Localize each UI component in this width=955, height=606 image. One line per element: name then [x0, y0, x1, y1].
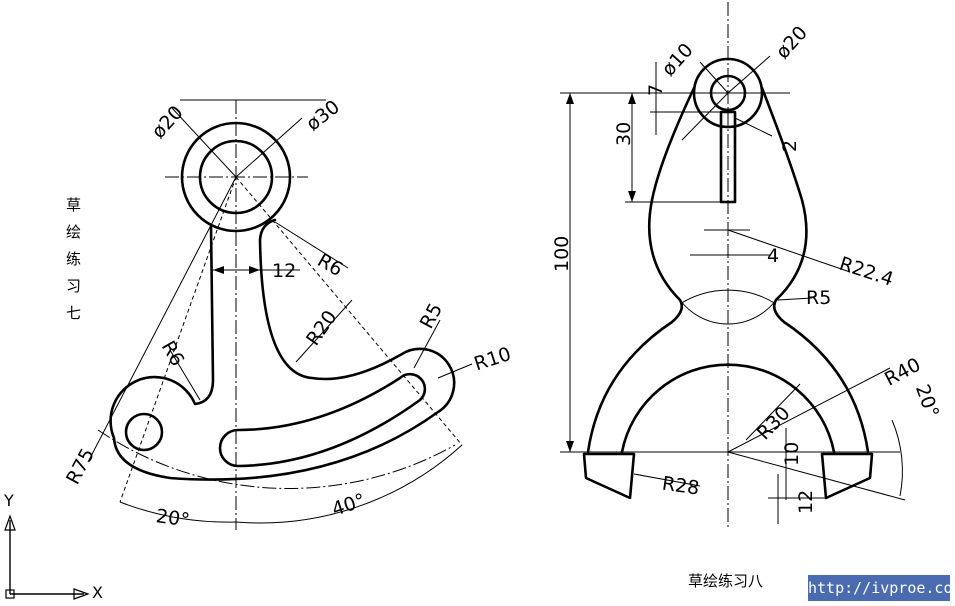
- leader-d10: [681, 92, 729, 141]
- hub-outer-circle: [180, 121, 292, 233]
- watermark-link[interactable]: http://ivproe.com: [808, 575, 955, 601]
- top-inner-circle: [709, 74, 747, 112]
- leader-r20: [295, 299, 353, 363]
- dim-20deg-text: 20°: [911, 382, 943, 421]
- dim-r6-top-text: R6: [314, 249, 347, 281]
- body-outline: [586, 86, 870, 454]
- dim-12-text: 12: [795, 490, 817, 514]
- ucs-y-arrow-icon: [4, 514, 16, 531]
- dim-d20-text: ø20: [147, 102, 187, 143]
- ang-20-ref: [727, 451, 906, 501]
- dim-r10-text: R10: [471, 343, 513, 375]
- leader-2: [734, 117, 773, 137]
- leader-r30: [745, 383, 801, 441]
- ang20-ref-line: [119, 176, 237, 503]
- vertical-slot: [719, 110, 737, 204]
- dim-r40-text: R40: [881, 354, 924, 391]
- leader-d10-top: [699, 61, 729, 94]
- leader-r5-right: [777, 297, 813, 301]
- leader-r28: [633, 473, 701, 487]
- dim-100-text: 100: [551, 236, 573, 272]
- leader-d20: [171, 107, 237, 178]
- dim-20deg-arc: [891, 419, 903, 497]
- arm-outline: [109, 218, 456, 481]
- dim-r5-text: R5: [806, 287, 831, 309]
- dim-40-arc: [235, 444, 463, 524]
- dim-100-arrow-top: [566, 93, 574, 104]
- left-foot: [582, 452, 636, 500]
- leader-r22: [727, 229, 851, 273]
- left-title-char-1: 草: [66, 196, 81, 214]
- dim-ang20-text: 20°: [155, 505, 191, 531]
- leader-r10: [437, 363, 473, 379]
- dim-12-text: 12: [272, 260, 296, 282]
- left-part-drawing: ø20 ø30 12 R6 R20 R5 R10 R6 R75 20° 40° …: [62, 96, 514, 532]
- dim-4-text: 4: [767, 245, 779, 267]
- left-slot-center-arc: [97, 429, 456, 489]
- left-small-hole: [124, 412, 164, 452]
- ang40-ref-line: [235, 176, 463, 446]
- dim-r5-text: R5: [416, 300, 447, 333]
- dim-10-text: 10: [781, 442, 803, 466]
- ucs-icon: Y X: [3, 491, 103, 602]
- dim-r28-text: R28: [661, 473, 701, 500]
- dim-12-arrow-l: [213, 266, 224, 274]
- leader-r6-left: [169, 349, 201, 401]
- dim-7-text: 7: [645, 84, 667, 96]
- right-foot: [820, 452, 874, 500]
- r75-leader: [87, 176, 237, 463]
- dim-30-text: 30: [613, 122, 635, 146]
- leader-r40: [727, 367, 891, 453]
- dim-r20-text: R20: [302, 306, 341, 349]
- dim-ang40-text: 40°: [329, 489, 368, 520]
- left-title-char-5: 七: [66, 304, 81, 322]
- dim-d10-text: ø10: [657, 39, 697, 80]
- leader-d20: [727, 55, 771, 94]
- dim-r6-left-text: R6: [157, 337, 189, 370]
- left-title-char-2: 绘: [66, 223, 81, 241]
- hub-inner-circle: [198, 139, 274, 215]
- dim-r30-text: R30: [753, 402, 795, 444]
- curved-slot: [218, 372, 427, 468]
- left-title-char-4: 习: [66, 277, 81, 295]
- r5-construction-arc: [679, 289, 777, 305]
- dim-r22-text: R22.4: [837, 253, 897, 291]
- dim-12-arrow-r: [249, 266, 260, 274]
- dim-2-text: 2: [779, 140, 801, 152]
- leader-d30: [235, 117, 303, 178]
- right-part-drawing: ø10 ø20 7 30 2 100 4 R22.4 R5 R40 R30 R2…: [551, 2, 943, 590]
- dim-30-arrow-bot: [628, 191, 636, 202]
- dim-d30-text: ø30: [302, 96, 344, 135]
- inner-arch: [620, 363, 836, 454]
- dim-20-arc: [119, 501, 237, 523]
- ucs-origin-box-icon: [5, 589, 15, 599]
- ucs-y-label: Y: [3, 491, 14, 510]
- dim-30-arrow-top: [628, 93, 636, 104]
- left-title-char-3: 练: [66, 250, 81, 268]
- right-title: 草绘练习八: [688, 572, 763, 590]
- leader-r5: [413, 319, 441, 369]
- dim-d20-text: ø20: [772, 22, 812, 63]
- dim-100-arrow-bot: [566, 441, 574, 452]
- ucs-x-label: X: [92, 583, 103, 602]
- ucs-x-arrow-icon: [73, 588, 90, 600]
- leader-r6-top: [274, 221, 349, 269]
- r22-construction-arc: [679, 299, 777, 325]
